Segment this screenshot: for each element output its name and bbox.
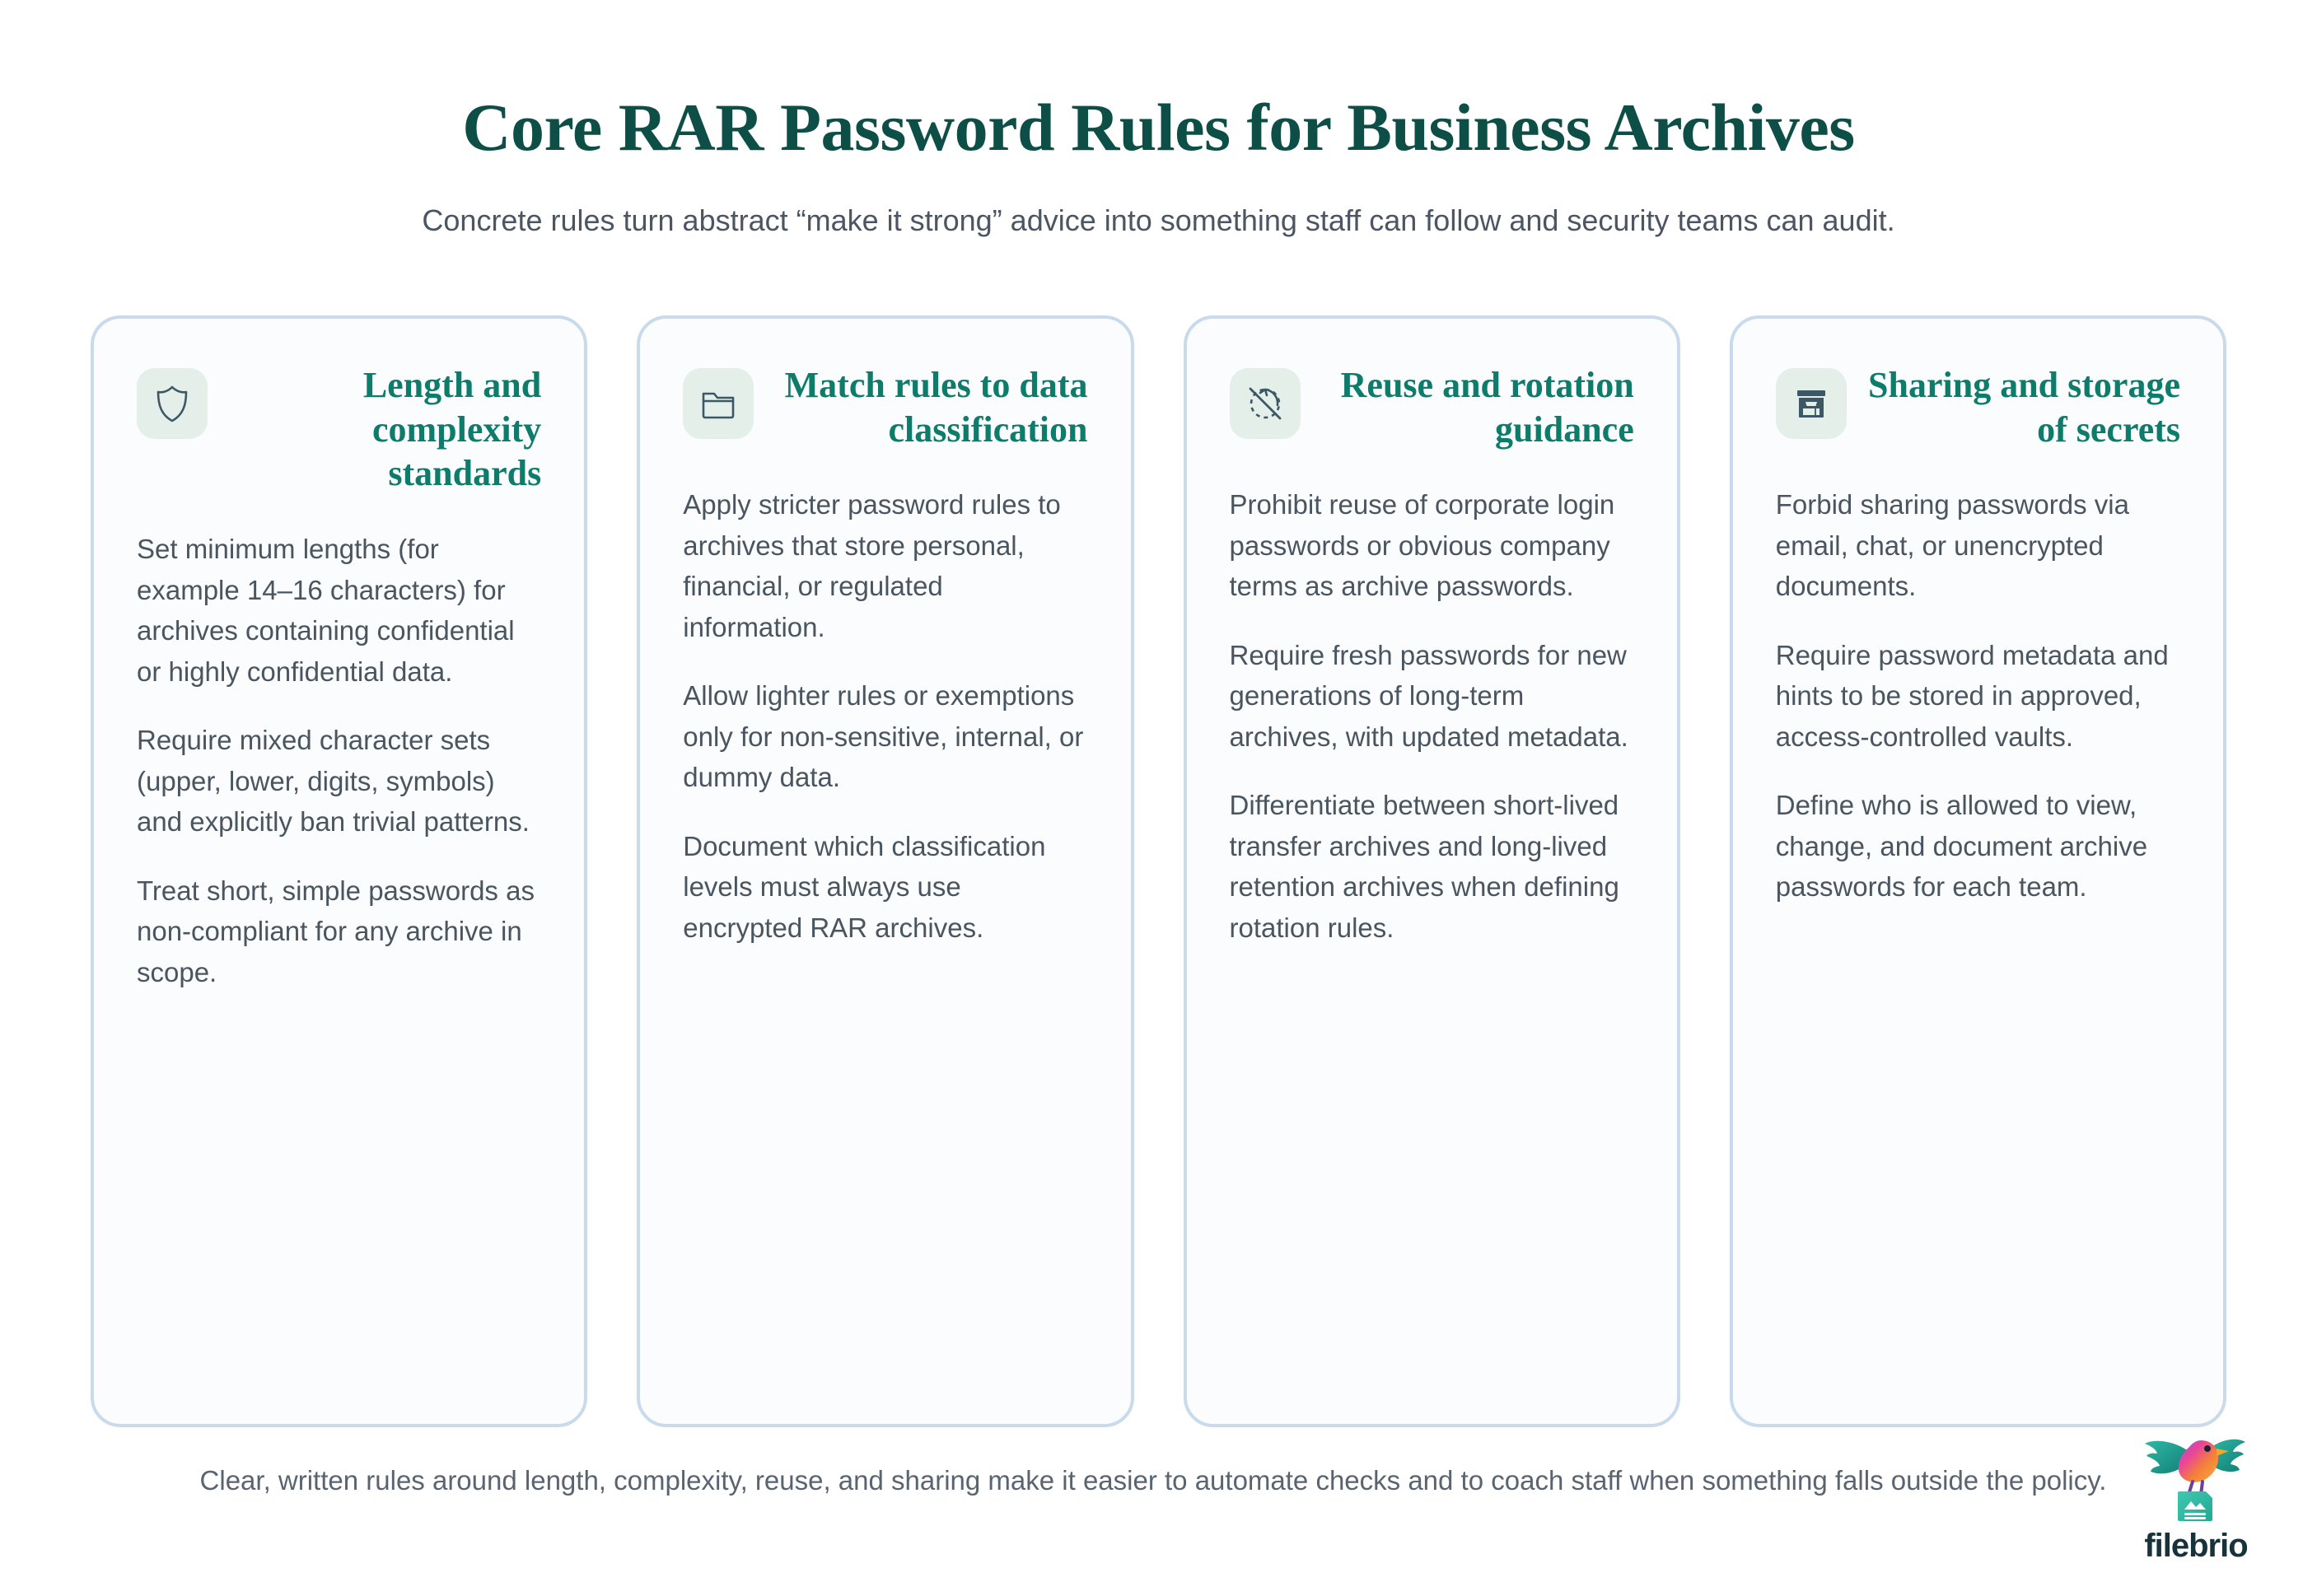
card-paragraph: Prohibit reuse of corporate login passwo… <box>1229 489 1615 602</box>
card-paragraph: Document which classification levels mus… <box>683 830 1046 943</box>
brand-name: filebrio <box>2144 1528 2248 1564</box>
brand-logo: filebrio <box>2118 1426 2274 1565</box>
rule-card-sharing-storage: Sharing and storage of secrets Forbid sh… <box>1729 315 2226 1427</box>
card-title: Match rules to data classification <box>784 365 1088 450</box>
rule-card-reuse-rotation: Reuse and rotation guidance Prohibit reu… <box>1183 315 1680 1427</box>
card-body: Set minimum lengths (for example 14–16 c… <box>137 529 541 992</box>
page-subtitle: Concrete rules turn abstract “make it st… <box>422 203 1895 238</box>
archive-box-icon <box>1775 368 1847 439</box>
card-header: Length and complexity standards <box>137 363 541 496</box>
no-rotation-icon <box>1229 368 1301 439</box>
rule-card-data-classification: Match rules to data classification Apply… <box>637 315 1134 1427</box>
rule-card-length-complexity: Length and complexity standards Set mini… <box>91 315 588 1427</box>
card-paragraph: Treat short, simple passwords as non-com… <box>137 875 535 987</box>
card-header: Sharing and storage of secrets <box>1775 363 2180 451</box>
card-title: Length and complexity standards <box>362 365 542 494</box>
footer-note: Clear, written rules around length, comp… <box>199 1465 2107 1496</box>
rules-card-row: Length and complexity standards Set mini… <box>91 315 2226 1427</box>
card-paragraph: Allow lighter rules or exemptions only f… <box>683 680 1084 793</box>
card-paragraph: Differentiate between short-lived transf… <box>1229 790 1619 943</box>
card-header: Match rules to data classification <box>683 363 1088 451</box>
card-paragraph: Apply stricter password rules to archive… <box>683 489 1061 642</box>
card-paragraph: Forbid sharing passwords via email, chat… <box>1775 489 2129 602</box>
card-body: Apply stricter password rules to archive… <box>683 484 1087 948</box>
card-paragraph: Require mixed character sets (upper, low… <box>137 725 530 838</box>
card-paragraph: Define who is allowed to view, change, a… <box>1775 790 2148 903</box>
card-paragraph: Require fresh passwords for new generati… <box>1229 639 1628 752</box>
card-body: Forbid sharing passwords via email, chat… <box>1776 484 2180 908</box>
page-header: Core RAR Password Rules for Business Arc… <box>0 0 2317 241</box>
page-title: Core RAR Password Rules for Business Arc… <box>462 90 1855 165</box>
card-paragraph: Require password metadata and hints to b… <box>1775 639 2169 752</box>
bird-on-document-logo <box>2145 1439 2245 1521</box>
folder-icon <box>683 368 754 439</box>
card-title: Sharing and storage of secrets <box>1868 365 2180 450</box>
card-body: Prohibit reuse of corporate login passwo… <box>1230 484 1634 948</box>
shield-icon <box>137 368 208 439</box>
card-header: Reuse and rotation guidance <box>1229 363 1634 451</box>
card-title: Reuse and rotation guidance <box>1340 365 1634 450</box>
card-paragraph: Set minimum lengths (for example 14–16 c… <box>137 534 515 687</box>
